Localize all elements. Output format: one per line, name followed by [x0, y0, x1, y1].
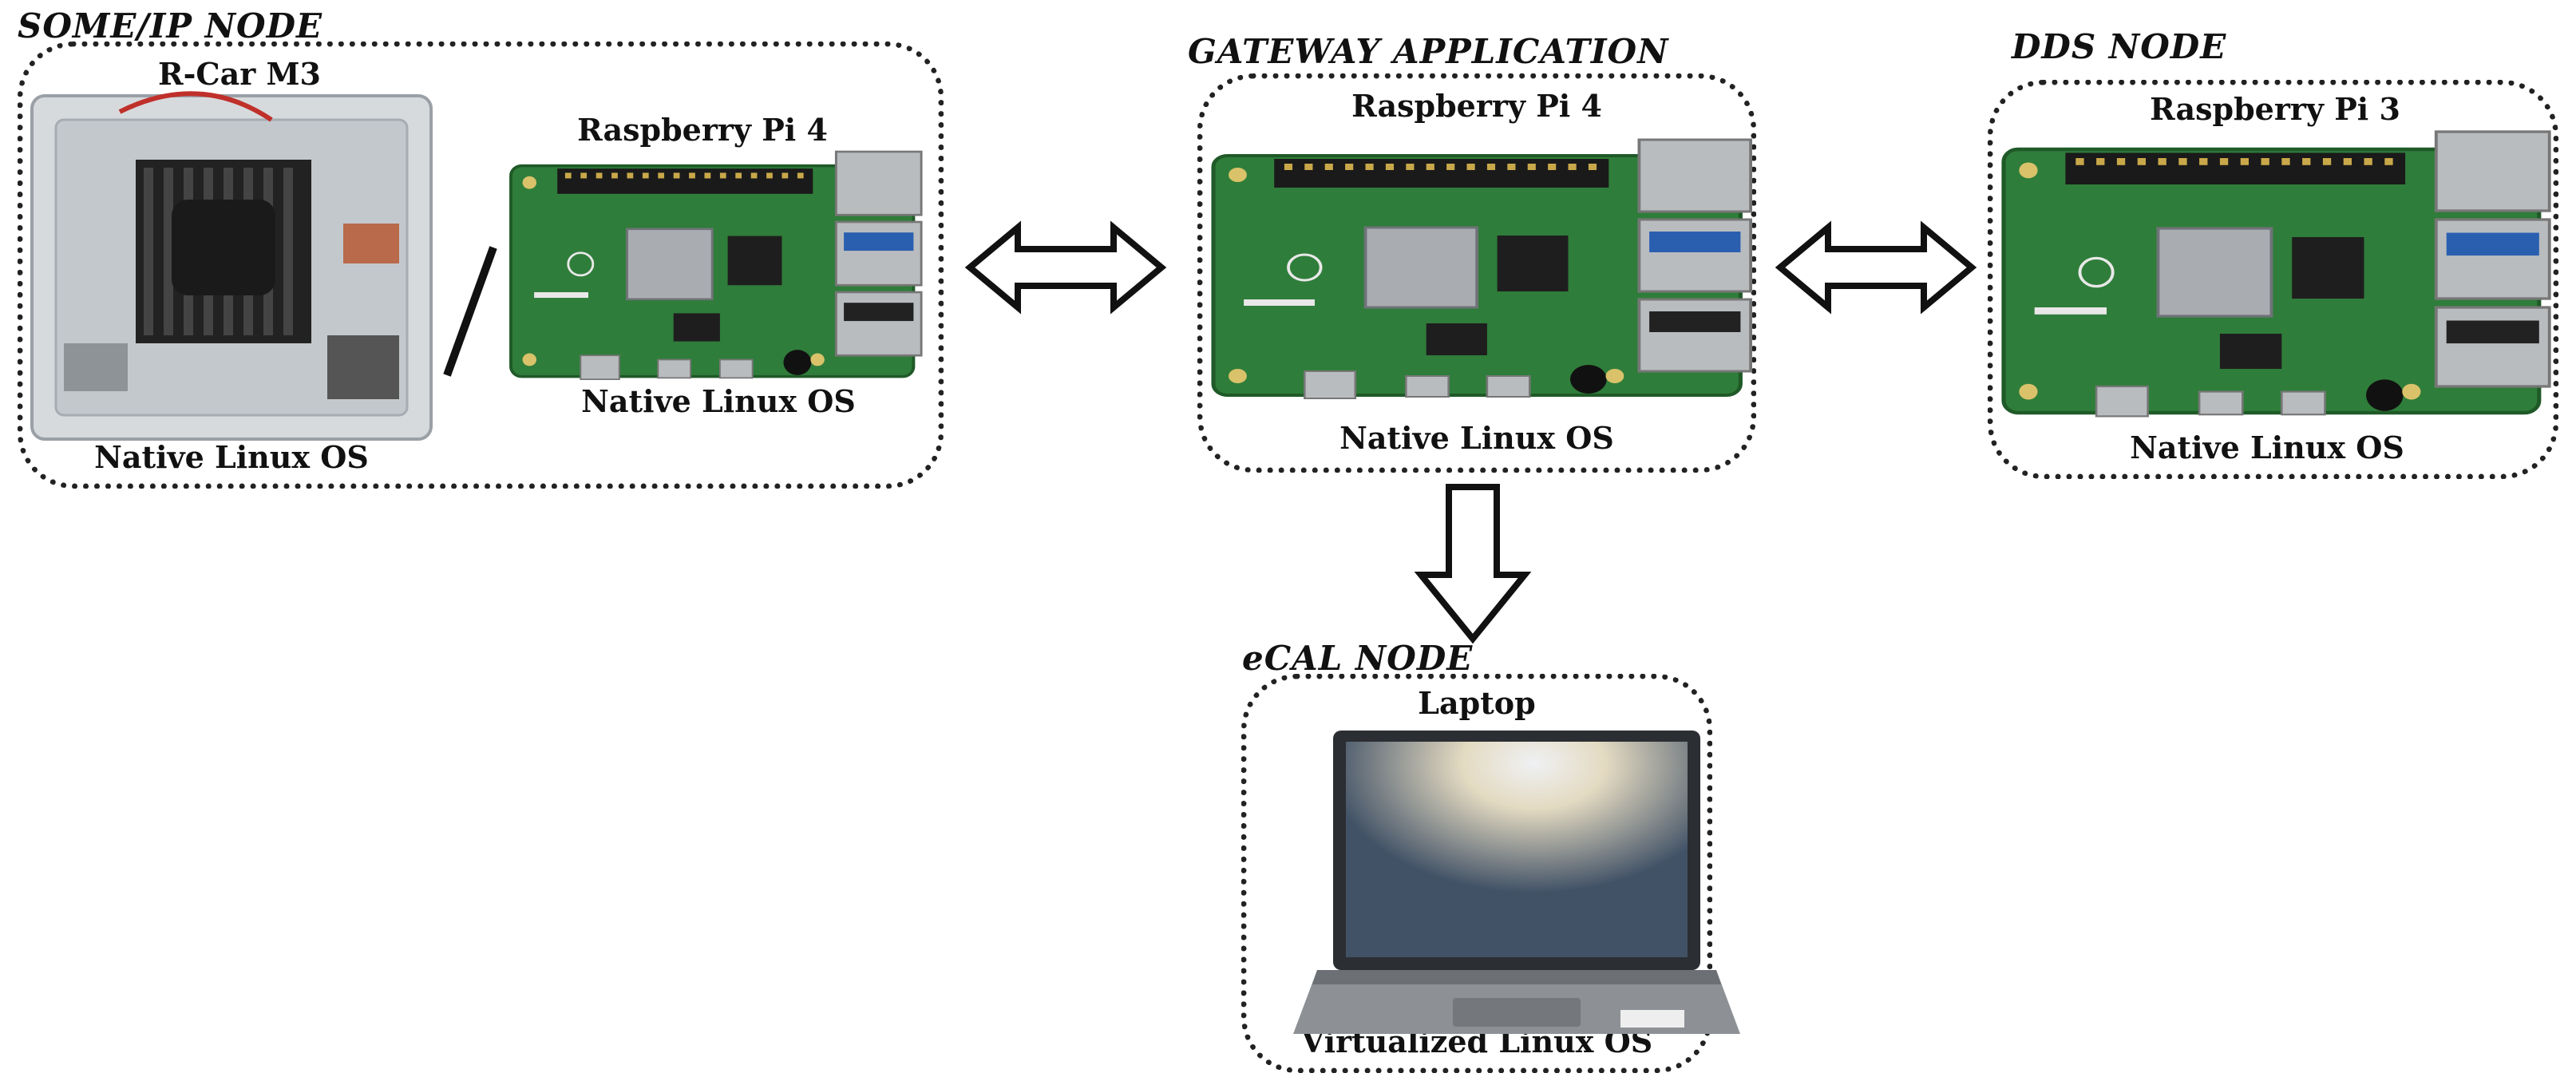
gateway-node-title: GATEWAY APPLICATION	[1188, 32, 1669, 71]
separator-slash	[443, 246, 497, 377]
rcar-label: R-Car M3	[158, 56, 321, 92]
rcar-os-label: Native Linux OS	[94, 439, 369, 475]
rpi4-someip-os-label: Native Linux OS	[581, 383, 856, 419]
double-arrow-someip-gateway	[964, 220, 1167, 315]
rpi4-someip-label: Raspberry Pi 4	[577, 112, 828, 148]
dds-node-frame	[1988, 80, 2558, 479]
dds-node-title: DDS NODE	[2012, 27, 2227, 66]
ecal-node-title: eCAL NODE	[1242, 639, 1474, 678]
rpi4-someip-image	[509, 150, 924, 382]
laptop-image	[1293, 731, 1740, 1034]
someip-node-title: SOME/IP NODE	[18, 6, 323, 46]
laptop-label: Laptop	[1418, 685, 1536, 721]
rpi3-dds-os-label: Native Linux OS	[2130, 430, 2404, 465]
rpi4-gateway-os-label: Native Linux OS	[1339, 420, 1614, 456]
rpi4-gateway-label: Raspberry Pi 4	[1351, 88, 1602, 124]
rpi4-gateway-image	[1213, 140, 1751, 398]
someip-node-frame	[18, 42, 944, 489]
rpi3-dds-label: Raspberry Pi 3	[2150, 91, 2400, 127]
rpi3-dds-image	[2004, 132, 2550, 416]
gateway-node-frame	[1197, 73, 1756, 473]
rcar-m3-image	[30, 91, 433, 441]
arrow-down-gateway-ecal	[1414, 484, 1532, 644]
double-arrow-gateway-dds	[1775, 220, 1977, 315]
ecal-node-frame	[1241, 674, 1712, 1073]
